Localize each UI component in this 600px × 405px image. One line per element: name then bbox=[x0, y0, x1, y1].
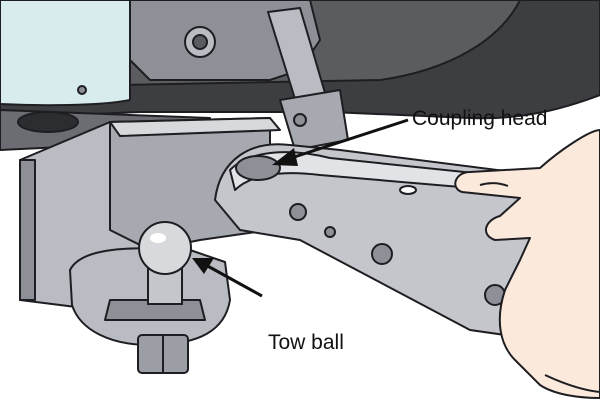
coupling-head-arrow bbox=[272, 118, 409, 166]
hand bbox=[454, 129, 600, 399]
tow-ball-label: Tow ball bbox=[268, 331, 344, 354]
tow-ball-arrow bbox=[192, 258, 263, 298]
coupling-head-label: Coupling head bbox=[412, 107, 548, 130]
tow-ball bbox=[138, 221, 192, 305]
